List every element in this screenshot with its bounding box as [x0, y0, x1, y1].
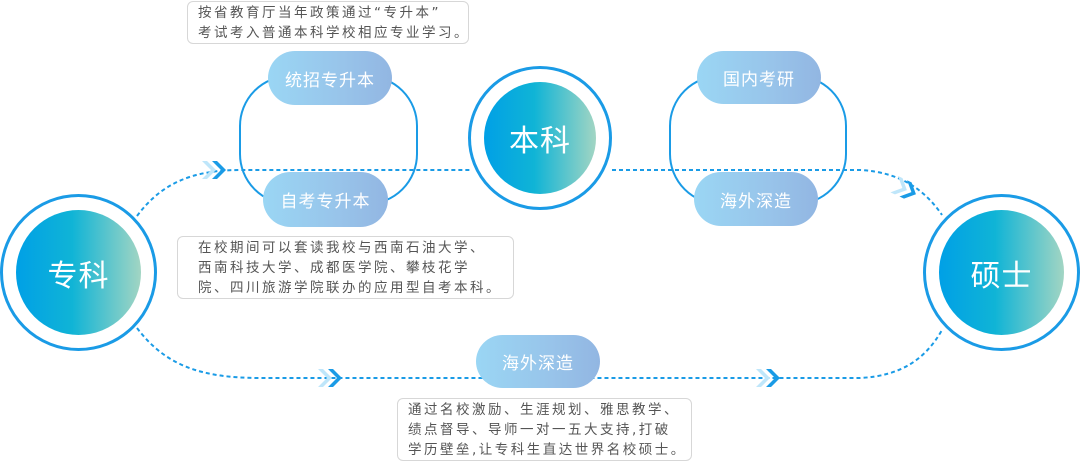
node-zhuanke-label: 专科 [16, 210, 141, 335]
note-line: 考试考入普通本科学校相应专业学习。 [198, 25, 470, 41]
pill-zikao: 自考专升本 [263, 172, 388, 227]
node-benke-label: 本科 [484, 82, 596, 194]
note-line: 在校期间可以套读我校与西南石油大学、 [198, 240, 486, 256]
note-middle: 在校期间可以套读我校与西南石油大学、 西南科技大学、成都医学院、攀枝花学 院、四… [177, 236, 514, 299]
arrow-icon [202, 161, 226, 179]
pill-haiwai-bottom: 海外深造 [476, 335, 600, 388]
node-benke: 本科 [468, 66, 612, 210]
node-shuoshi: 硕士 [923, 194, 1080, 351]
note-line: 绩点督导、导师一对一五大支持,打破 [408, 422, 671, 438]
note-line: 学历壁垒,让专科生直达世界名校硕士。 [408, 442, 687, 458]
pill-haiwai-right: 海外深造 [694, 172, 818, 226]
node-zhuanke: 专科 [0, 194, 157, 351]
dashed-path-benke-shuoshi [612, 169, 943, 216]
note-line: 通过名校激励、生涯规划、雅思教学、 [408, 402, 680, 418]
note-bottom: 通过名校激励、生涯规划、雅思教学、 绩点督导、导师一对一五大支持,打破 学历壁垒… [397, 398, 692, 461]
note-line: 西南科技大学、成都医学院、攀枝花学 [198, 260, 470, 276]
note-line: 院、四川旅游学院联办的应用型自考本科。 [198, 280, 502, 296]
note-top: 按省教育厅当年政策通过“专升本” 考试考入普通本科学校相应专业学习。 [187, 1, 469, 44]
arrow-icon [890, 176, 916, 199]
dashed-path-bottom [136, 327, 943, 379]
arrow-icon [318, 369, 342, 387]
pill-guonei: 国内考研 [697, 51, 821, 104]
note-line: 按省教育厅当年政策通过“专升本” [198, 5, 441, 21]
node-shuoshi-label: 硕士 [939, 210, 1064, 335]
dashed-path-top [136, 169, 470, 217]
pill-tongzhao: 统招专升本 [268, 51, 392, 105]
arrow-icon [756, 369, 780, 387]
